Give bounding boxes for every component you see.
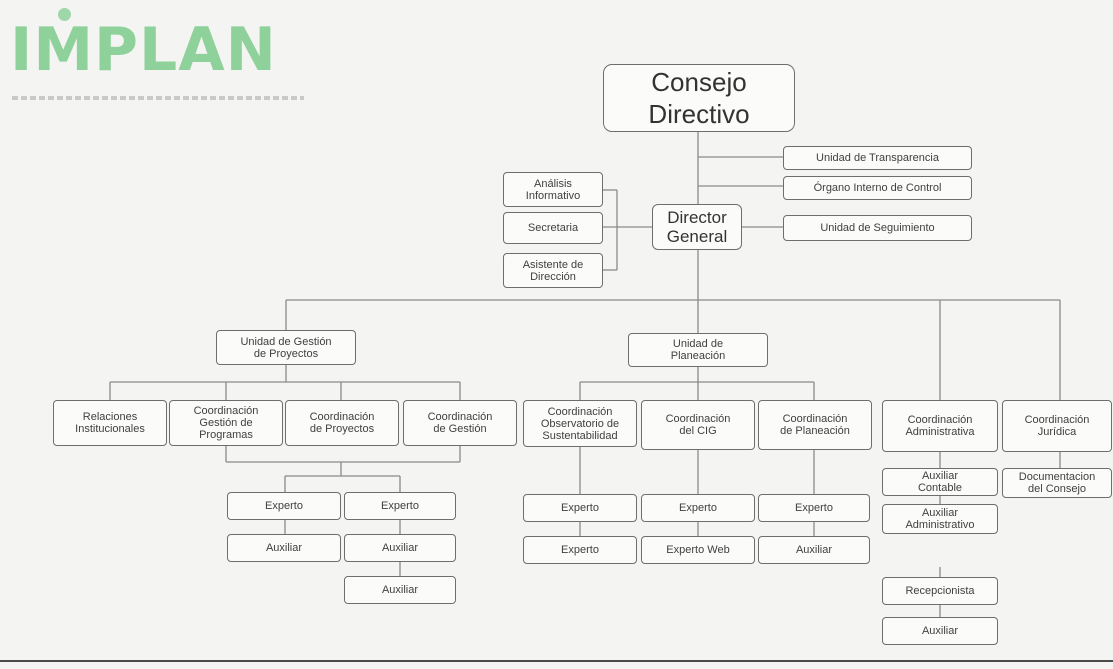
node-unidad-planeacion: Unidad de Planeación (628, 333, 768, 367)
node-coord-proyectos: Coordinación de Proyectos (285, 400, 399, 446)
node-ugp-auxiliar-3: Auxiliar (344, 576, 456, 604)
node-admin-auxiliar: Auxiliar (882, 617, 998, 645)
node-director-general: Director General (652, 204, 742, 250)
node-unidad-gestion-proyectos: Unidad de Gestión de Proyectos (216, 330, 356, 365)
node-coord-gestion-programas: Coordinación Gestión de Programas (169, 400, 283, 446)
implan-logo: IMPLAN (10, 15, 277, 85)
node-documentacion-consejo: Documentacion del Consejo (1002, 468, 1112, 498)
node-unidad-seguimiento: Unidad de Seguimiento (783, 215, 972, 241)
node-plan-experto: Experto (758, 494, 870, 522)
logo-tagline (12, 96, 304, 100)
node-coord-administrativa: Coordinación Administrativa (882, 400, 998, 452)
node-relaciones-institucionales: Relaciones Institucionales (53, 400, 167, 446)
node-coord-planeacion: Coordinación de Planeación (758, 400, 872, 450)
node-ugp-auxiliar-2: Auxiliar (344, 534, 456, 562)
node-recepcionista: Recepcionista (882, 577, 998, 605)
node-unidad-transparencia: Unidad de Transparencia (783, 146, 972, 170)
node-ugp-experto-1: Experto (227, 492, 341, 520)
node-plan-auxiliar: Auxiliar (758, 536, 870, 564)
node-secretaria: Secretaria (503, 212, 603, 244)
node-obs-experto-1: Experto (523, 494, 637, 522)
logo-dot (58, 8, 71, 21)
node-auxiliar-administrativo: Auxiliar Administrativo (882, 504, 998, 534)
node-organo-interno-control: Órgano Interno de Control (783, 176, 972, 200)
node-cig-experto: Experto (641, 494, 755, 522)
node-ugp-auxiliar-1: Auxiliar (227, 534, 341, 562)
node-coord-gestion: Coordinación de Gestión (403, 400, 517, 446)
node-coord-juridica: Coordinación Jurídica (1002, 400, 1112, 452)
node-ugp-experto-2: Experto (344, 492, 456, 520)
node-coord-cig: Coordinación del CIG (641, 400, 755, 450)
node-analisis-informativo: Análisis Informativo (503, 172, 603, 207)
footer-rule (0, 660, 1113, 662)
node-cig-experto-web: Experto Web (641, 536, 755, 564)
node-obs-experto-2: Experto (523, 536, 637, 564)
node-consejo-directivo: Consejo Directivo (603, 64, 795, 132)
node-auxiliar-contable: Auxiliar Contable (882, 468, 998, 496)
node-asistente-direccion: Asistente de Dirección (503, 253, 603, 288)
node-coord-observatorio: Coordinación Observatorio de Sustentabil… (523, 400, 637, 447)
